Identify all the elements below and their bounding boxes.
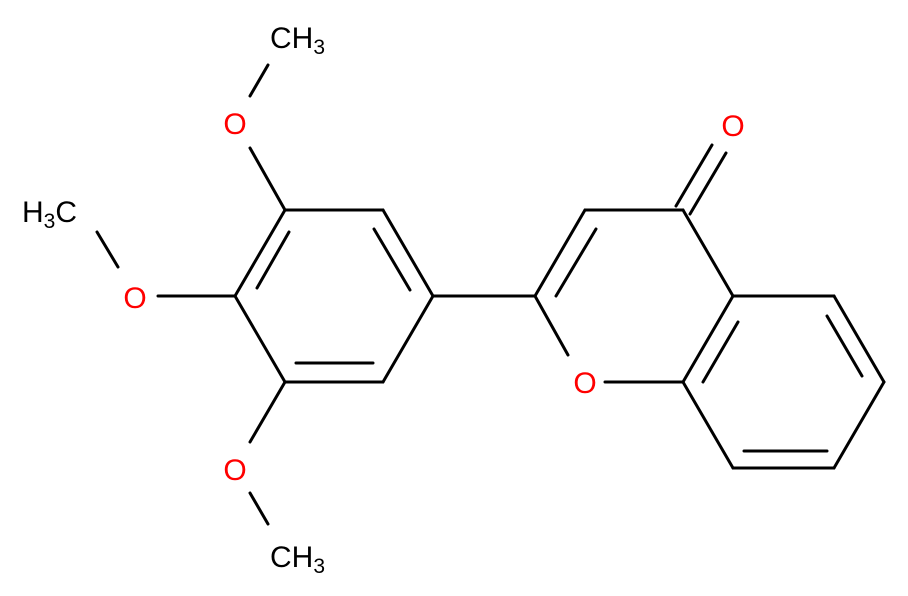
methoxy-bottom — [248, 380, 287, 526]
bond — [381, 294, 435, 384]
phenyl-ring — [233, 208, 435, 384]
bond — [832, 380, 886, 470]
bond — [248, 63, 270, 98]
methoxy-oxygen-middle-label: O — [123, 282, 146, 315]
bond — [248, 491, 270, 526]
methoxy-middle — [95, 230, 237, 298]
bond — [372, 227, 412, 292]
methoxy-oxygen-bottom-label: O — [223, 454, 246, 487]
bond — [825, 314, 864, 378]
bond — [681, 380, 735, 470]
bond — [688, 151, 728, 216]
pyranone-ring — [533, 143, 735, 384]
bond — [533, 294, 570, 357]
methyl-top-subscript: 3 — [313, 36, 325, 59]
methyl-bottom-subscript: 3 — [313, 555, 325, 578]
bond — [233, 208, 287, 298]
bond — [681, 294, 735, 384]
bond — [681, 208, 735, 298]
bond — [248, 146, 287, 212]
bond — [554, 227, 598, 298]
methyl-middle-main: H — [22, 196, 44, 229]
methyl-middle-subscript: 3 — [44, 210, 56, 233]
methyl-middle-tail: C — [55, 196, 77, 229]
bond — [832, 294, 886, 384]
methyl-bottom-main: CH — [270, 541, 313, 574]
ring-oxygen-label: O — [573, 367, 596, 400]
methyl-top-main: CH — [270, 22, 313, 55]
methyl-middle-label: H3C — [22, 196, 77, 233]
methyl-top-label: CH3 — [270, 22, 325, 59]
carbonyl-oxygen-label: O — [721, 110, 744, 143]
methyl-bottom-label: CH3 — [270, 541, 325, 578]
bond — [248, 380, 287, 444]
bond — [233, 294, 287, 384]
bond — [701, 320, 740, 384]
bond — [674, 143, 714, 208]
bond — [533, 208, 587, 298]
bond — [381, 208, 435, 298]
benzo-ring — [681, 294, 886, 470]
methoxy-top — [248, 63, 287, 212]
bond — [95, 230, 120, 269]
bond — [255, 230, 291, 290]
methoxy-oxygen-top-label: O — [223, 108, 246, 141]
